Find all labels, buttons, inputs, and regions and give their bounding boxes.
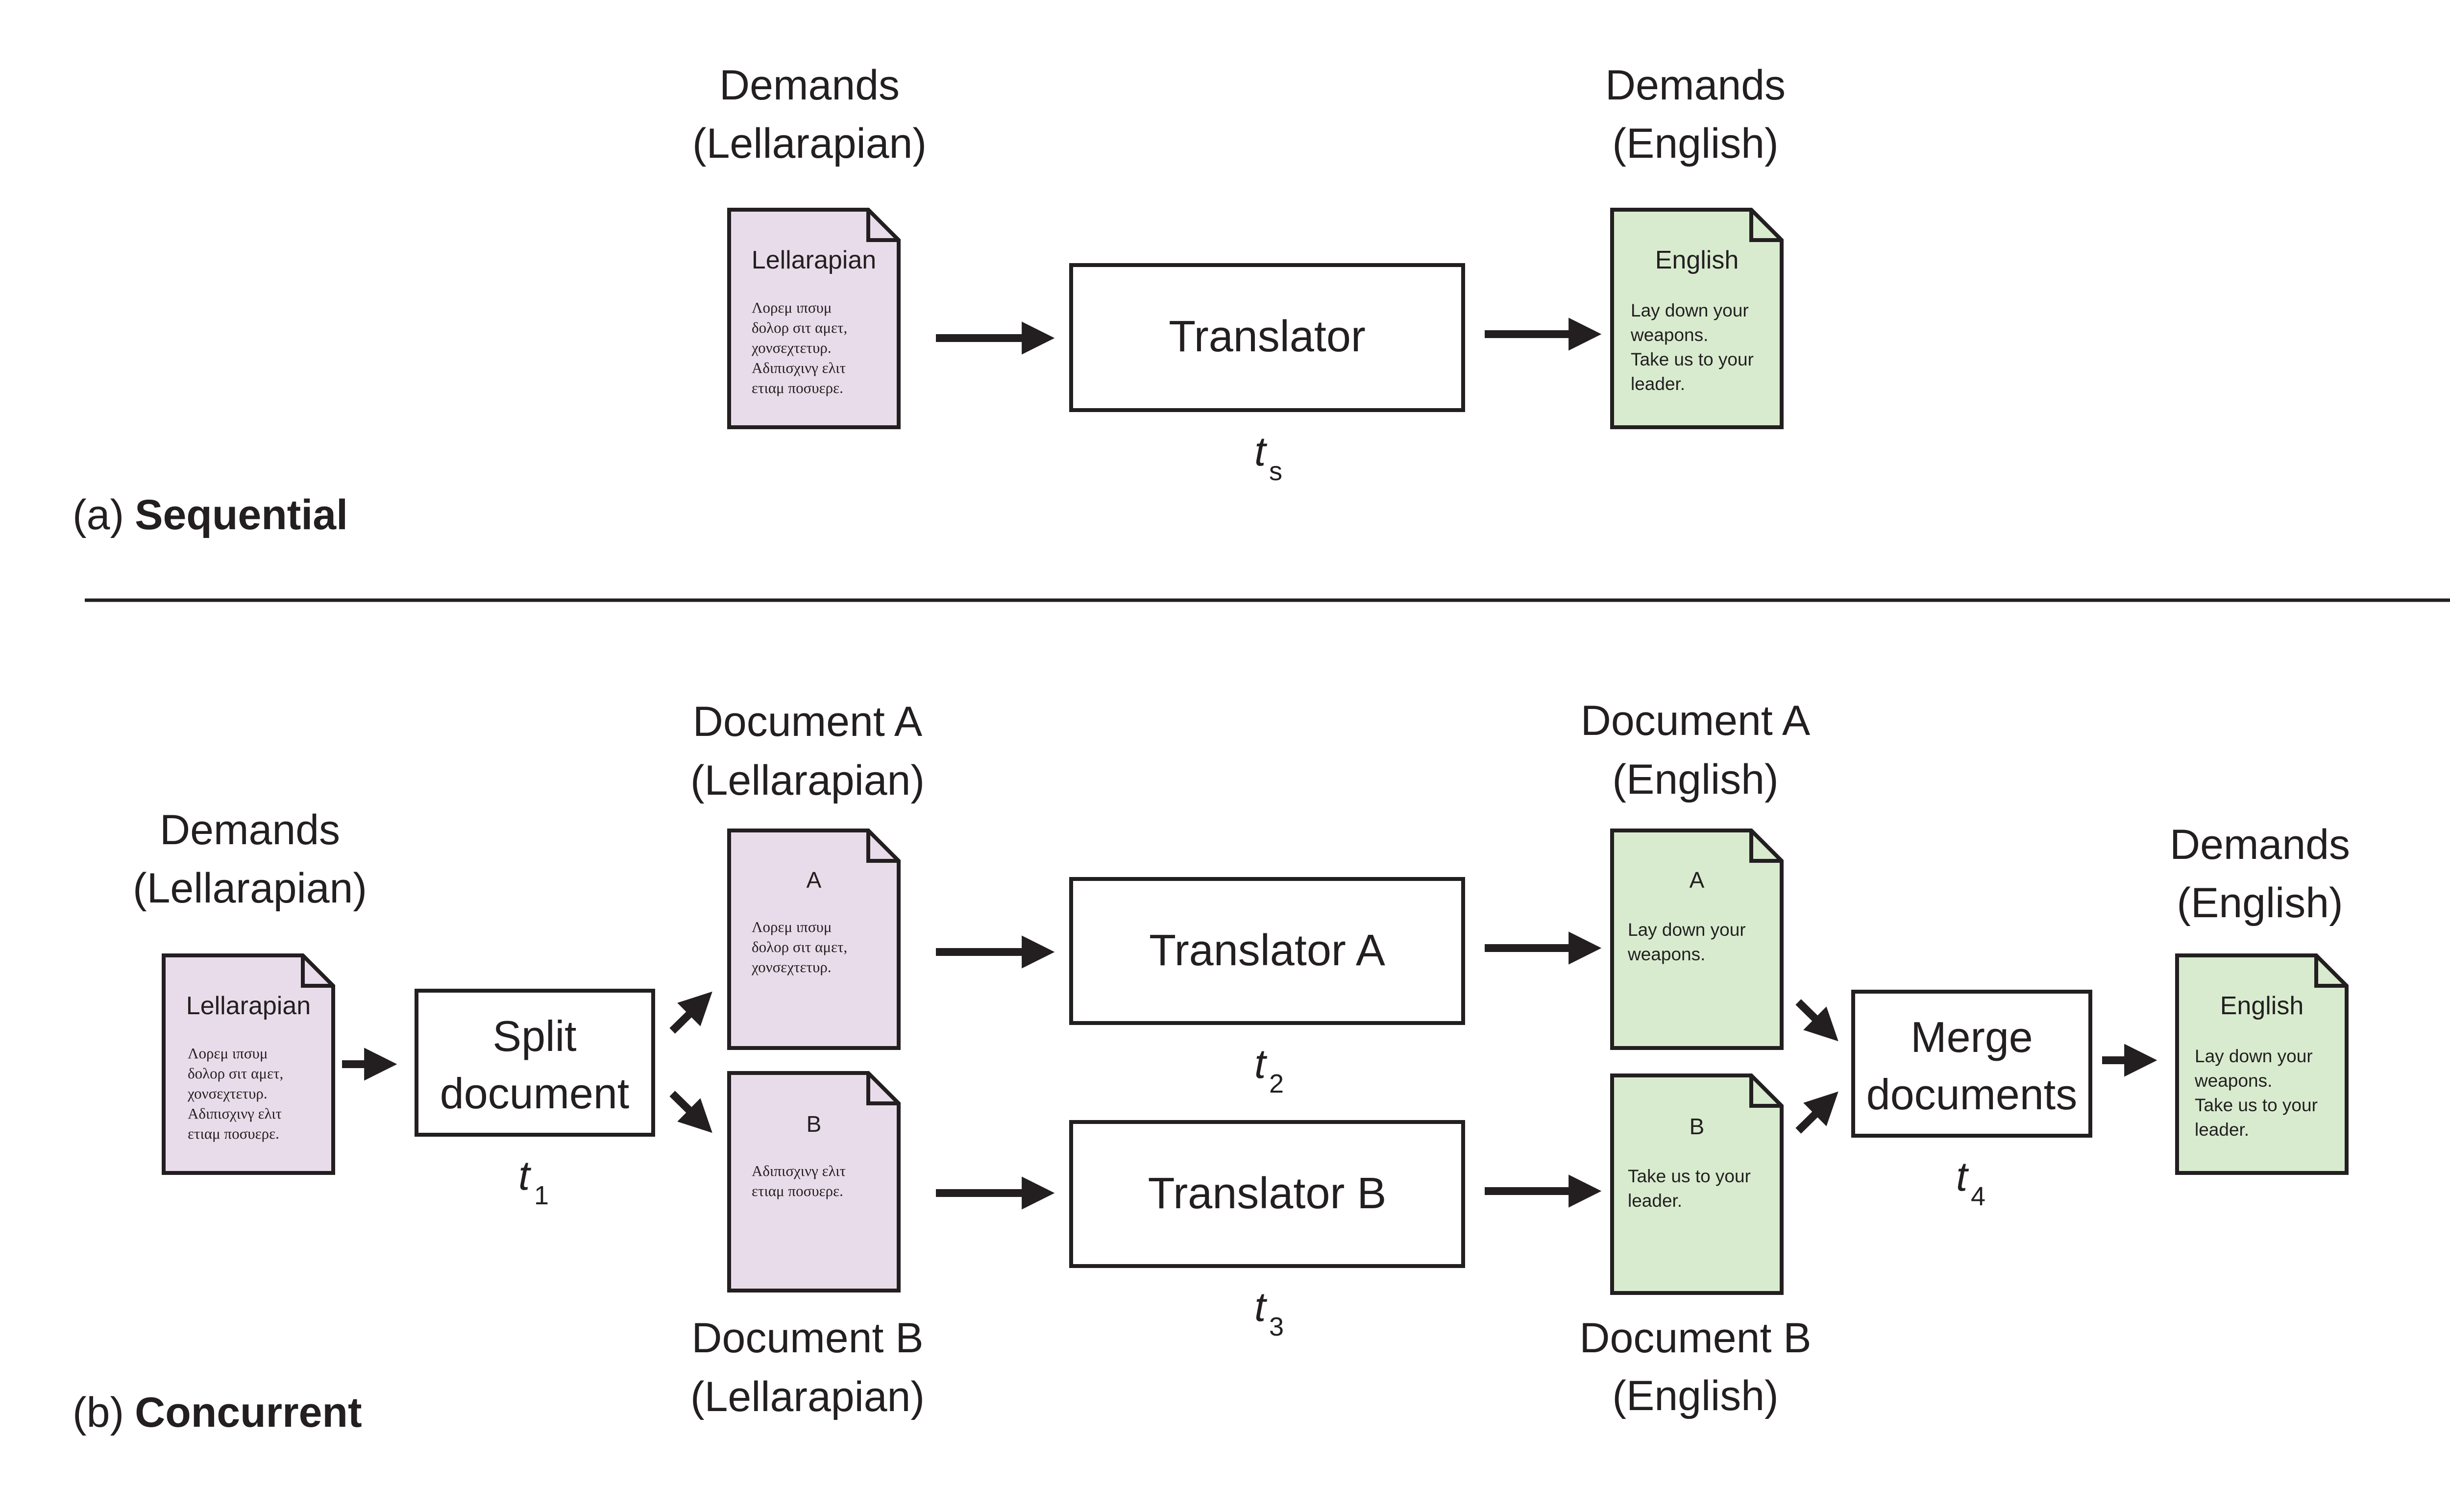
con-output-doc-line: leader. [2195,1120,2249,1140]
con-input-doc-line: Λορεμ ιπσυμ [188,1045,268,1062]
seq-input-label-line2: (Lellarapian) [692,120,927,167]
merge-time-sub: 4 [1971,1182,1985,1211]
con-input-label-line2: (Lellarapian) [133,865,367,912]
con-input-document-icon: Lellarapian Λορεμ ιπσυμ δολορ σιτ αμετ, … [162,953,335,1175]
merge-time-var: t [1956,1153,1969,1199]
doc-a-title: A [807,867,822,893]
doc-b-en-label-line1: Document B [1579,1315,1811,1362]
con-input-doc-line: ετιαμ ποσυερε. [188,1125,279,1142]
seq-output-doc-line: Take us to your [1631,349,1754,369]
seq-caption-prefix: (a) [73,491,124,538]
sequential-section: Demands (Lellarapian) Lellarapian Λορεμ … [73,62,1786,538]
con-output-document-icon: English Lay down your weapons. Take us t… [2175,953,2349,1175]
translator-b-time-sub: 3 [1269,1312,1284,1341]
con-output-doc-line: Lay down your [2195,1046,2313,1066]
concurrent-section: Demands (Lellarapian) Lellarapian Λορεμ … [73,697,2350,1436]
translator-a-box [1069,877,1465,1025]
split-label-line1: Split [492,1012,576,1060]
seq-output-doc-title: English [1655,246,1739,274]
seq-caption: (a)Sequential [73,491,348,538]
con-output-doc-line: weapons. [2194,1071,2272,1091]
doc-a-lellarapian-icon: A Λορεμ ιπσυμ δολορ σιτ αμετ, χονσεχτετυ… [727,829,901,1050]
doc-a-en-title: A [1690,867,1705,893]
seq-input-doc-line: Λορεμ ιπσυμ [752,299,832,316]
doc-a-en-label-line2: (English) [1612,756,1778,803]
seq-caption-bold: Sequential [135,491,348,538]
doc-a-en-line: Lay down your [1628,920,1746,940]
doc-b-en-label-line2: (English) [1612,1372,1778,1419]
con-input-label-line1: Demands [160,806,340,854]
doc-b-line: ετιαμ ποσυερε. [752,1182,843,1199]
seq-output-label-line1: Demands [1605,62,1786,109]
seq-time-var: t [1254,428,1268,474]
con-input-doc-line: χονσεχτετυρ. [187,1085,268,1102]
seq-translator-box [1069,263,1465,412]
split-time-var: t [518,1152,532,1198]
con-output-label-line2: (English) [2177,879,2343,927]
doc-b-label-line2: (Lellarapian) [690,1373,925,1420]
con-output-label-line1: Demands [2170,821,2350,868]
seq-input-label-line1: Demands [719,62,900,109]
con-arrow-b-to-merge [1795,1091,1838,1134]
merge-label-line1: Merge [1911,1013,2033,1061]
seq-input-doc-title: Lellarapian [752,246,876,274]
translator-b-time-var: t [1254,1284,1268,1330]
seq-input-doc-line: δολορ σιτ αμετ, [752,319,847,336]
con-arrow-split-to-b [669,1091,712,1133]
doc-a-line: χονσεχτετυρ. [751,958,832,975]
translator-a-time-sub: 2 [1269,1069,1284,1098]
con-input-doc-line: δολορ σιτ αμετ, [188,1065,283,1082]
con-caption-bold: Concurrent [135,1389,362,1436]
split-label-line2: document [440,1069,629,1118]
merge-label-line2: documents [1866,1070,2077,1119]
doc-a-label-line1: Document A [693,698,923,745]
doc-a-label-line2: (Lellarapian) [690,757,925,804]
doc-b-title: B [807,1111,822,1137]
con-caption: (b)Concurrent [73,1389,362,1436]
merge-documents-box [1851,990,2092,1138]
seq-time-sub: s [1269,457,1282,486]
doc-a-line: Λορεμ ιπσυμ [752,918,832,935]
doc-b-en-title: B [1690,1114,1705,1139]
doc-b-label-line1: Document B [691,1315,923,1362]
doc-b-lellarapian-icon: B Αδιπισχινγ ελιτ ετιαμ ποσυερε. [727,1071,901,1293]
doc-b-en-line: Take us to your [1628,1166,1751,1186]
translator-a-label: Translator A [1149,926,1385,975]
doc-a-en-line: weapons. [1627,944,1705,964]
con-input-doc-title: Lellarapian [186,992,311,1020]
seq-translator-label: Translator [1169,312,1366,361]
seq-output-doc-line: Lay down your [1631,300,1749,320]
doc-a-english-icon: A Lay down your weapons. [1610,829,1784,1050]
con-arrow-split-to-a [669,991,712,1034]
split-document-box [415,989,655,1137]
doc-a-line: δολορ σιτ αμετ, [752,938,847,955]
con-caption-prefix: (b) [73,1389,124,1436]
seq-output-document-icon: English Lay down your weapons. Take us t… [1610,208,1784,429]
seq-input-doc-line: ετιαμ ποσυερε. [752,379,843,396]
con-output-doc-line: Take us to your [2195,1095,2318,1115]
doc-b-line: Αδιπισχινγ ελιτ [752,1162,846,1179]
translator-b-label: Translator B [1148,1169,1387,1218]
con-output-doc-title: English [2220,992,2304,1020]
seq-output-label-line2: (English) [1612,120,1778,167]
con-arrow-a-to-merge [1795,999,1838,1042]
seq-output-doc-line: leader. [1631,374,1685,394]
doc-a-en-label-line1: Document A [1581,697,1811,744]
translator-a-time-var: t [1254,1041,1268,1087]
translator-b-box [1069,1120,1465,1268]
seq-input-document-icon: Lellarapian Λορεμ ιπσυμ δολορ σιτ αμετ, … [727,208,901,429]
doc-b-english-icon: B Take us to your leader. [1610,1073,1784,1295]
con-input-doc-line: Αδιπισχινγ ελιτ [188,1105,282,1122]
doc-b-en-line: leader. [1628,1191,1682,1211]
seq-output-doc-line: weapons. [1630,325,1708,345]
seq-input-doc-line: Αδιπισχινγ ελιτ [752,359,846,376]
seq-input-doc-line: χονσεχτετυρ. [751,339,832,356]
split-time-sub: 1 [534,1181,549,1210]
